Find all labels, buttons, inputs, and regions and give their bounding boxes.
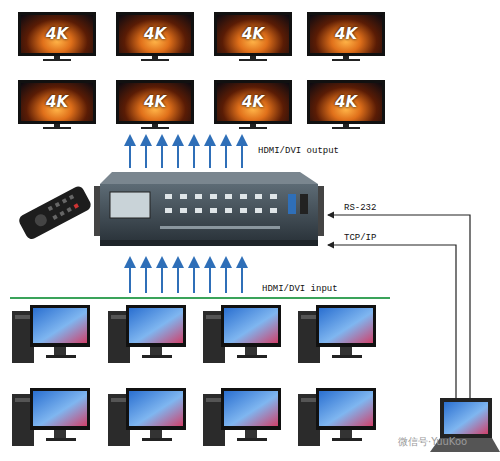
matrix-switcher-part	[318, 186, 324, 236]
input-arrows-part	[225, 258, 227, 293]
output-arrows-part	[129, 136, 131, 168]
remote-control-part	[74, 203, 79, 208]
tv-screen: 4K	[214, 80, 292, 124]
computers-part	[12, 388, 90, 446]
remote-control	[17, 184, 93, 241]
input-arrows	[130, 258, 242, 293]
remote-control-part	[62, 198, 67, 203]
remote-control-part	[17, 184, 93, 241]
matrix-switcher-part-part	[240, 194, 247, 199]
tv-screen: 4K	[116, 80, 194, 124]
signal-label: HDMI/DVI output	[258, 146, 339, 157]
matrix-switcher-part-part	[165, 194, 172, 199]
matrix-switcher-part	[300, 194, 308, 214]
input-arrows-part	[209, 258, 211, 293]
matrix-switcher-part-part	[255, 208, 262, 213]
signal-label: HDMI/DVI input	[262, 284, 338, 295]
matrix-switcher-part	[100, 240, 318, 246]
computers-part	[203, 305, 281, 363]
matrix-switcher-part-part	[180, 208, 187, 213]
matrix-switcher-part-part	[225, 208, 232, 213]
output-arrows	[130, 136, 242, 168]
matrix-switcher	[94, 172, 324, 246]
remote-control-part	[48, 206, 53, 211]
output-arrows-part	[193, 136, 195, 168]
matrix-switcher-part-part	[165, 208, 172, 213]
input-arrows-part	[129, 258, 131, 293]
input-arrows-part	[145, 258, 147, 293]
remote-control-part	[69, 194, 74, 199]
screen-text: 4K	[242, 93, 264, 111]
computers-part	[203, 388, 281, 446]
screen-text: 4K	[46, 93, 68, 111]
remote-control-part	[59, 211, 64, 216]
remote-control-part	[66, 207, 71, 212]
matrix-switcher-part	[110, 192, 150, 218]
matrix-switcher-part-part	[270, 208, 277, 213]
remote-control-part	[52, 215, 57, 220]
tv-screen: 4K	[18, 80, 96, 124]
laptop-part	[440, 398, 492, 438]
matrix-switcher-part-part	[255, 194, 262, 199]
signal-label: RS-232	[344, 203, 376, 214]
matrix-switcher-part-part	[180, 194, 187, 199]
matrix-switcher-part-part	[270, 194, 277, 199]
laptop-part	[444, 402, 488, 434]
input-arrows-part	[177, 258, 179, 293]
matrix-switcher-part	[94, 186, 100, 236]
input-arrows-part	[241, 258, 243, 293]
computers-part	[298, 305, 376, 363]
control-wires	[328, 215, 470, 398]
matrix-switcher-part-part	[210, 208, 217, 213]
matrix-switcher-part	[160, 226, 280, 229]
control-wires-part	[328, 215, 470, 398]
watermark: 微信号·YuuKoo	[398, 436, 467, 447]
computers-part	[108, 388, 186, 446]
matrix-switcher-part	[288, 194, 296, 214]
output-arrows-part	[161, 136, 163, 168]
tv-screen: 4K	[18, 12, 96, 56]
screen-text: 4K	[144, 25, 166, 43]
matrix-switcher-part-part	[240, 208, 247, 213]
screen-text: 4K	[46, 25, 68, 43]
tv-screen: 4K	[307, 80, 385, 124]
computers-part	[108, 305, 186, 363]
computers-part	[12, 305, 90, 363]
control-wires-part	[328, 245, 456, 398]
tv-screen: 4K	[116, 12, 194, 56]
matrix-switcher-part-part	[225, 194, 232, 199]
matrix-switcher-part-part	[195, 208, 202, 213]
input-bus-line	[10, 297, 390, 299]
output-arrows-part	[145, 136, 147, 168]
remote-control-part	[55, 202, 60, 207]
matrix-switcher-part-part	[195, 194, 202, 199]
screen-text: 4K	[335, 25, 357, 43]
signal-label: TCP/IP	[344, 233, 376, 244]
computers-part	[298, 388, 376, 446]
matrix-switcher-part	[165, 194, 277, 213]
screen-text: 4K	[242, 25, 264, 43]
tv-screen: 4K	[307, 12, 385, 56]
output-arrows-part	[177, 136, 179, 168]
computers	[12, 305, 376, 446]
remote-control-part	[33, 212, 49, 228]
matrix-switcher-part-part	[210, 194, 217, 199]
input-arrows-part	[193, 258, 195, 293]
output-arrows-part	[209, 136, 211, 168]
matrix-switcher-part	[100, 184, 318, 240]
tv-screen: 4K	[214, 12, 292, 56]
screen-text: 4K	[144, 93, 166, 111]
output-arrows-part	[225, 136, 227, 168]
screen-text: 4K	[335, 93, 357, 111]
matrix-switcher-part	[100, 172, 318, 184]
output-arrows-part	[241, 136, 243, 168]
input-arrows-part	[161, 258, 163, 293]
